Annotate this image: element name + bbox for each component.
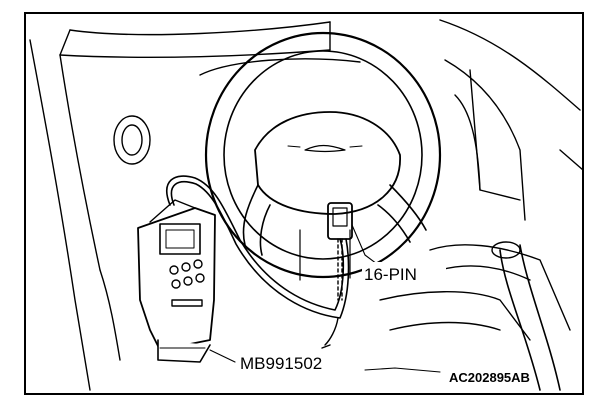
tool-label: MB991502 [240, 354, 322, 373]
gear-shift [491, 241, 561, 391]
steering-wheel [204, 31, 442, 281]
figure-border [24, 12, 584, 395]
scan-tool-mb991502 [137, 199, 216, 363]
dashboard-outline [29, 19, 584, 391]
connector-label-bg [362, 262, 446, 284]
air-vent [113, 115, 151, 165]
tool-cable [166, 175, 350, 349]
connector-label: 16-PIN [364, 265, 417, 284]
id-leader-line [364, 367, 441, 373]
figure-id-label: AC202895AB [449, 370, 530, 385]
tool-label-bg [238, 352, 362, 374]
tool-leader-line [209, 349, 236, 363]
instrument-hood [199, 58, 361, 76]
